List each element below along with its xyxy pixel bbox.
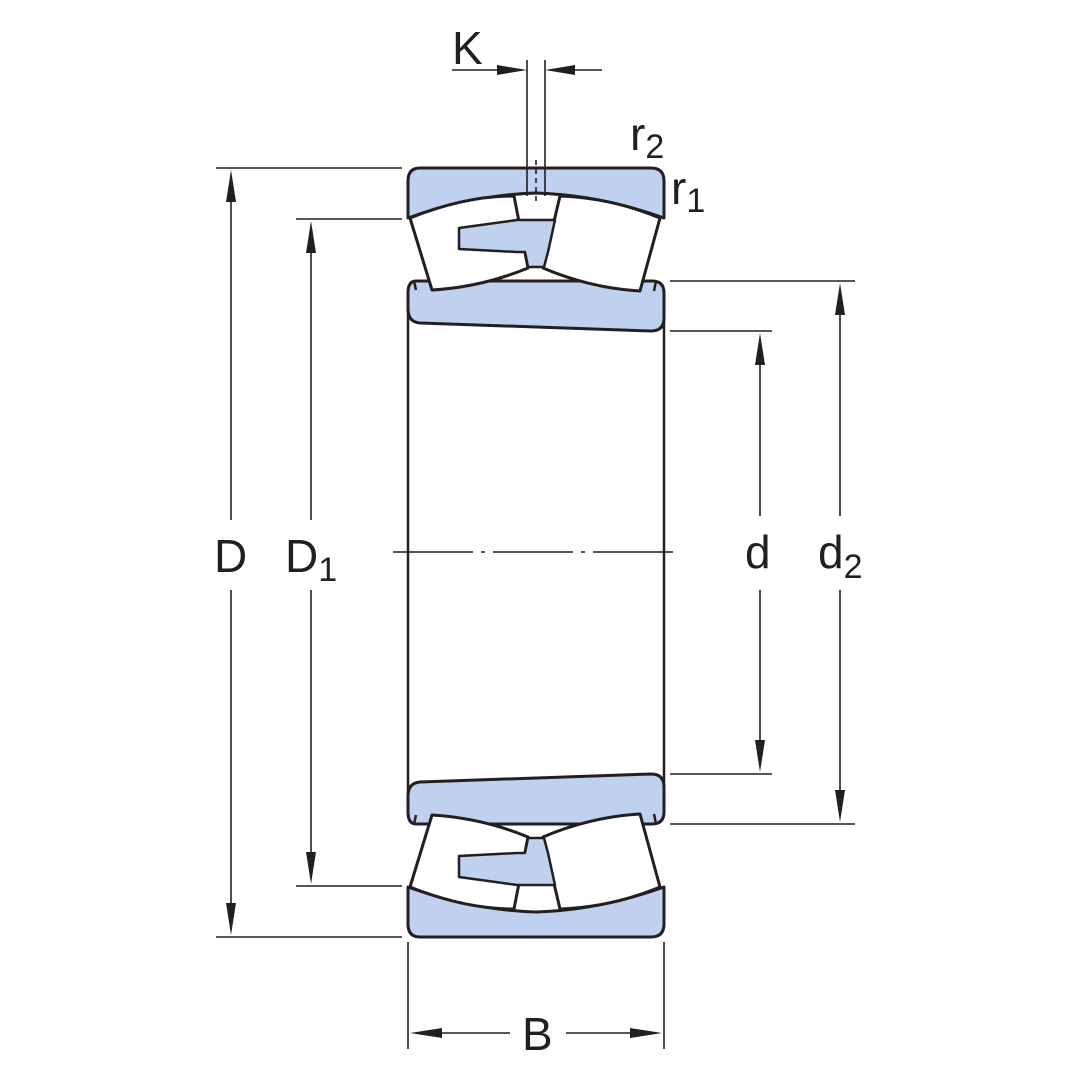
label-r1: r1 [671,162,705,220]
label-D1-main: D [285,530,318,582]
label-r1-main: r [671,162,686,214]
label-d2-sub: 2 [844,548,863,586]
label-D1: D1 [285,530,337,589]
label-D1-sub: 1 [318,551,337,589]
label-r2-sub: 2 [645,128,664,166]
dimension-D1: D1 [285,218,402,887]
label-d2: d2 [818,526,863,586]
bearing-bottom-section [406,772,666,939]
label-B: B [522,1008,553,1060]
label-D: D [214,530,247,582]
label-r2: r2 [630,108,664,166]
lubrication-hole [526,60,546,203]
dimension-B: B [407,942,665,1060]
label-d: d [745,526,771,578]
dimension-D: D [214,167,402,938]
dimension-d: d [670,330,772,775]
bearing-top-section [406,166,666,333]
dimension-K: K [452,22,602,75]
label-K: K [452,22,483,74]
dimension-d2: d2 [670,280,863,825]
label-r2-main: r [630,108,645,160]
label-r1-sub: 1 [686,182,705,220]
label-d2-main: d [818,526,844,578]
